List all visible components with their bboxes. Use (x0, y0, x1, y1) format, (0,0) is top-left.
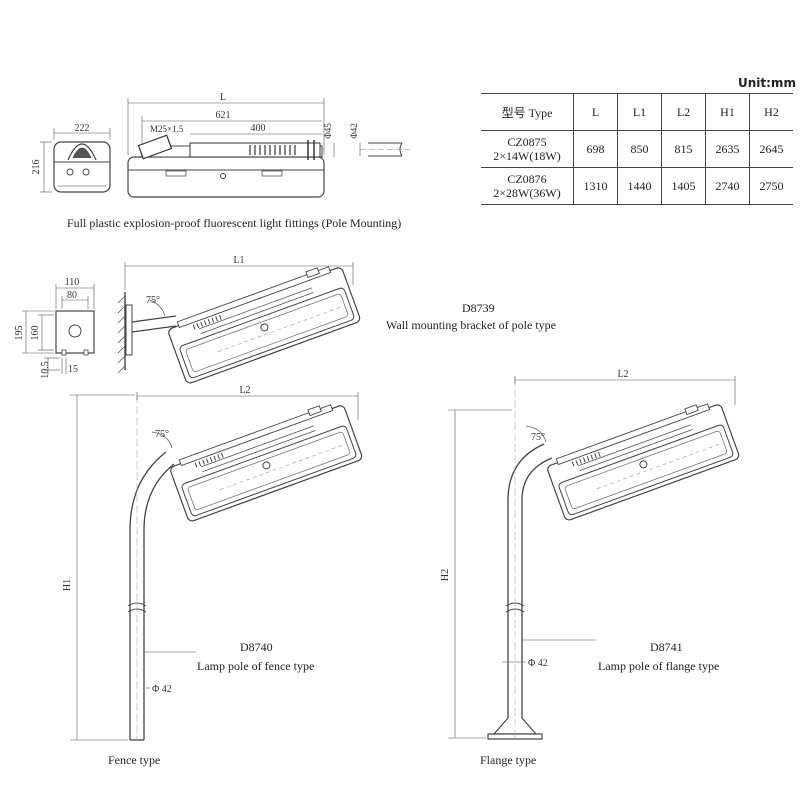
header-l2: L2 (661, 93, 706, 131)
wall-plate-view (22, 284, 95, 375)
cell-l2: 1405 (661, 167, 706, 205)
header-h1: H1 (705, 93, 750, 131)
header-type: 型号 Type (481, 93, 574, 131)
type-model: CZ0876 (507, 172, 547, 186)
dim-h1: H1 (62, 579, 73, 591)
fence-pole-assembly (70, 392, 364, 741)
header-l: L (573, 93, 618, 131)
dim-222: 222 (75, 123, 90, 134)
dim-15: 15 (68, 364, 78, 375)
dim-dia-45: Φ45 (323, 123, 333, 139)
cell-h2: 2750 (749, 167, 793, 205)
unit-label: Unit:mm (738, 76, 796, 90)
dim-216: 216 (31, 160, 42, 175)
wall-bracket-assembly (117, 259, 362, 385)
dim-l1: L1 (233, 255, 244, 266)
flange-type-label: Flange type (480, 753, 537, 767)
flange-pole-assembly (448, 376, 741, 740)
dim-pole-dia-flange: Φ 42 (528, 658, 548, 669)
header-l1: L1 (617, 93, 662, 131)
dim-160: 160 (30, 326, 41, 341)
type-power: 2×28W(36W) (493, 186, 561, 200)
angle-label-wall: 75° (146, 295, 160, 306)
dim-h2: H2 (440, 569, 451, 581)
angle-label-flange: 75° (531, 432, 545, 443)
dim-10-5: 10.5 (40, 361, 51, 379)
fence-type-label: Fence type (108, 753, 161, 767)
cell-h1: 2740 (705, 167, 750, 205)
dim-l2-fence: L2 (239, 385, 250, 396)
cell-l: 698 (573, 130, 618, 168)
cell-l2: 815 (661, 130, 706, 168)
dim-80: 80 (67, 290, 77, 301)
dim-l: L (220, 92, 226, 103)
dim-pole-dia-fence: Φ 42 (152, 684, 172, 695)
dim-l2-flange: L2 (617, 369, 628, 380)
angle-label-fence: 75° (155, 429, 169, 440)
flange-pole-code: D8741 (650, 640, 683, 654)
fence-pole-caption: Lamp pole of fence type (197, 659, 315, 673)
fence-pole-code: D8740 (240, 640, 273, 654)
header-h2: H2 (749, 93, 793, 131)
dim-195: 195 (14, 326, 25, 341)
wall-bracket-code: D8739 (462, 301, 495, 315)
cell-l: 1310 (573, 167, 618, 205)
fixture-side-view (127, 98, 410, 198)
dim-621: 621 (216, 110, 231, 121)
dim-400: 400 (251, 123, 266, 134)
type-power: 2×14W(18W) (493, 149, 561, 163)
fixture-end-view (40, 128, 111, 193)
cell-h1: 2635 (705, 130, 750, 168)
flange-pole-caption: Lamp pole of flange type (598, 659, 720, 673)
cell-l1: 850 (617, 130, 662, 168)
type-model: CZ0875 (507, 135, 547, 149)
dim-thread: M25×1.5 (150, 124, 184, 134)
wall-bracket-caption: Wall mounting bracket of pole type (386, 318, 556, 332)
dim-110: 110 (65, 277, 80, 288)
cell-l1: 1440 (617, 167, 662, 205)
cell-h2: 2645 (749, 130, 793, 168)
spec-table-header: 型号 Type L L1 L2 H1 H2 (481, 93, 793, 131)
dim-dia-42: Φ42 (349, 123, 359, 139)
fixture-caption: Full plastic explosion-proof fluorescent… (67, 216, 402, 230)
